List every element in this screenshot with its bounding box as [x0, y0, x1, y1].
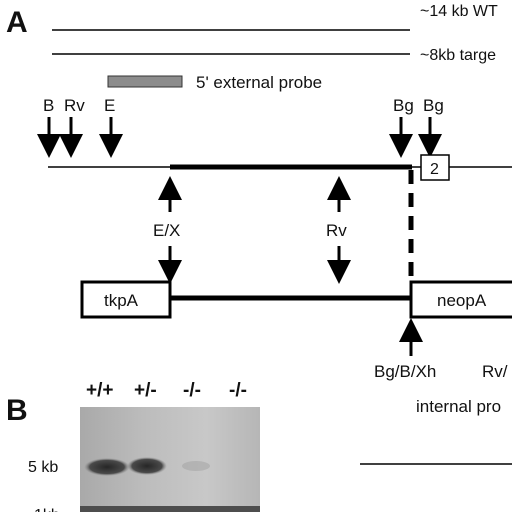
site-label-ex: E/X: [153, 221, 180, 240]
external-probe-label: 5' external probe: [196, 73, 322, 92]
middle-site-arrows: [158, 176, 351, 284]
tkpa-box: [80, 280, 172, 319]
top-site-arrows: [37, 117, 442, 158]
blot-band-lane-2: [127, 457, 167, 475]
exon-2-box: [420, 154, 450, 181]
target-band-label: ~8kb targe: [420, 47, 496, 64]
external-probe-bar: [107, 75, 183, 88]
marker-5kb: 5 kb: [28, 459, 58, 476]
blot-band-lane-1: [84, 458, 130, 476]
site-label-b: B: [43, 96, 54, 115]
panel-b-label: B: [6, 394, 28, 427]
neopa-label: neopA: [437, 291, 487, 310]
genotype-label-2: +/-: [134, 380, 157, 401]
marker-1kb: 1kb: [34, 507, 60, 512]
site-label-bg-1: Bg: [393, 96, 414, 115]
site-label-e: E: [104, 96, 115, 115]
internal-probe-label: internal pro: [416, 397, 501, 416]
site-label-bg-b-xh: Bg/B/Xh: [374, 362, 436, 381]
genotype-label-1: +/+: [86, 380, 113, 401]
exon-2-label: 2: [430, 161, 439, 178]
site-label-rv-bottom: Rv/: [482, 362, 508, 381]
site-label-rv: Rv: [64, 96, 85, 115]
neopa-box: [409, 280, 512, 319]
site-label-rv-middle: Rv: [326, 221, 347, 240]
genotype-label-3: -/-: [183, 380, 201, 401]
blot-band-bottom: [80, 506, 260, 512]
blot-smear-lane-3: [182, 461, 210, 471]
panel-a-label: A: [6, 6, 28, 39]
site-label-bg-2: Bg: [423, 96, 444, 115]
wt-band-label: ~14 kb WT: [420, 3, 498, 20]
genotype-label-4: -/-: [229, 380, 247, 401]
tkpa-label: tkpA: [104, 291, 139, 310]
